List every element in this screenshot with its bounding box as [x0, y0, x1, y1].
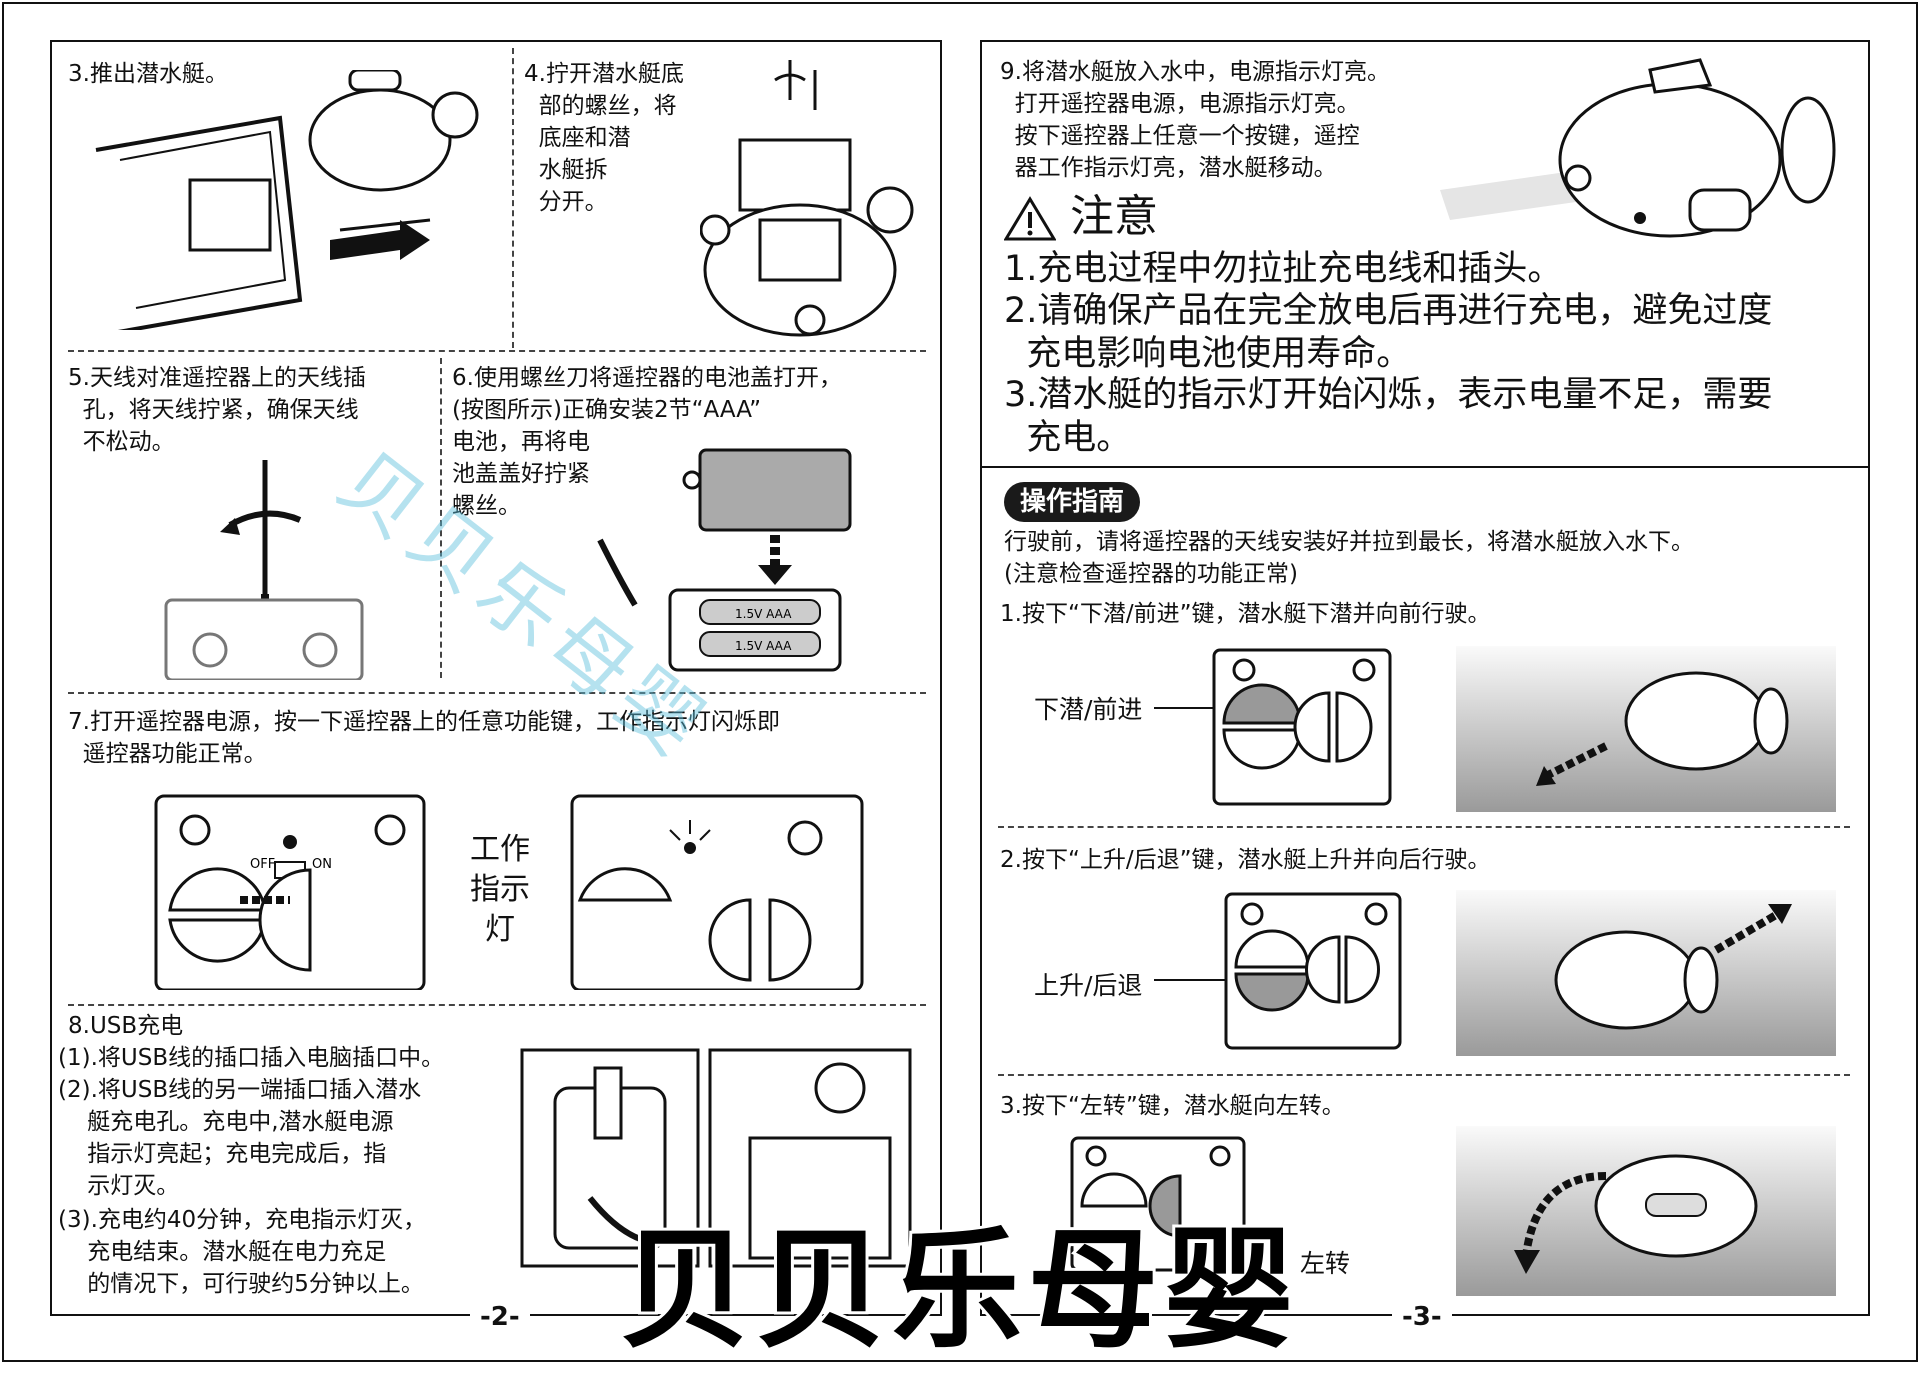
divider [512, 48, 514, 348]
warning-icon [1004, 196, 1056, 241]
step9-text: 9.将潜水艇放入水中，电源指示灯亮。 打开遥控器电源，电源指示灯亮。 按下遥控器… [1000, 59, 1390, 181]
caution-title: 注意 [1070, 191, 1158, 242]
page-number: -2- [470, 1302, 530, 1332]
step8-item: (3).充电约40分钟，充电指示灯灭， 充电结束。潜水艇在电力充足 的情况下，可… [58, 1207, 427, 1297]
section-divider [980, 466, 1870, 468]
caution-item: 3.潜水艇的指示灯开始闪烁，表示电量不足，需要 充电。 [1004, 375, 1773, 458]
on-label: ON [312, 857, 332, 872]
divider [68, 692, 926, 694]
step8-item: (1).将USB线的插口插入电脑插口中。 [58, 1045, 445, 1071]
caution-item: 1.充电过程中勿拉扯充电线和插头。 [1004, 249, 1563, 289]
step5-text: 5.天线对准遥控器上的天线插 孔，将天线拧紧，确保天线 不松动。 [68, 365, 366, 455]
divider [440, 358, 442, 678]
step3-text: 3.推出潜水艇。 [68, 61, 228, 87]
submarine-dive-illustration [1456, 646, 1836, 812]
step6-text: 6.使用螺丝刀将遥控器的电池盖打开， (按图所示)正确安装2节“AAA” 电池，… [452, 365, 842, 519]
battery-label: 1.5V AAA [735, 639, 792, 653]
guide-step-text: 3.按下“左转”键，潜水艇向左转。 [1000, 1093, 1345, 1119]
guide-step-label: 上升/后退 [1034, 971, 1143, 1000]
submarine-turn-left-illustration [1456, 1126, 1836, 1296]
step4-text: 4.拧开潜水艇底 部的螺丝，将 底座和潜 水艇拆 分开。 [524, 61, 684, 215]
step8-title: 8.USB充电 [68, 1013, 184, 1039]
antenna-illustration [164, 460, 364, 680]
off-label: OFF [250, 857, 275, 872]
submarine-rise-illustration [1456, 890, 1836, 1056]
remote-rise-backward-illustration [1154, 892, 1402, 1050]
divider [68, 1004, 926, 1006]
push-out-submarine-illustration [95, 70, 479, 330]
usb-charging-illustration [520, 1048, 912, 1268]
remote-indicator-illustration [570, 794, 864, 990]
guide-step-label: 下潜/前进 [1034, 695, 1143, 724]
step7-text: 7.打开遥控器电源，按一下遥控器上的任意功能键，工作指示灯闪烁即 遥控器功能正常… [68, 709, 780, 767]
guide-title-badge: 操作指南 [1004, 482, 1141, 522]
unscrew-base-illustration [700, 60, 914, 337]
guide-intro: 行驶前，请将遥控器的天线安装好并拉到最长，将潜水艇放入水下。 (注意检查遥控器的… [1004, 529, 1694, 587]
submarine-in-water-illustration [1440, 58, 1836, 238]
guide-step-text: 2.按下“上升/后退”键，潜水艇上升并向后行驶。 [1000, 847, 1491, 873]
remote-power-illustration: OFF ON [154, 794, 426, 990]
divider [998, 826, 1850, 828]
battery-label: 1.5V AAA [735, 607, 792, 621]
battery-install-illustration: 1.5V AAA 1.5V AAA [597, 448, 852, 672]
divider [68, 350, 926, 352]
guide-step-label: 左转 [1300, 1249, 1351, 1278]
remote-dive-forward-illustration [1154, 648, 1392, 806]
caution-item: 2.请确保产品在完全放电后再进行充电，避免过度 充电影响电池使用寿命。 [1004, 291, 1773, 374]
work-indicator-callout: 工作 指示 灯 [470, 832, 530, 947]
remote-turn-left-illustration [1070, 1136, 1246, 1272]
divider [998, 1074, 1850, 1076]
guide-step-text: 1.按下“下潜/前进”键，潜水艇下潜并向前行驶。 [1000, 601, 1491, 627]
page-number: -3- [1392, 1302, 1452, 1332]
step8-item: (2).将USB线的另一端插口插入潜水 艇充电孔。充电中,潜水艇电源 指示灯亮起… [58, 1077, 422, 1199]
brand-watermark: 贝贝乐母婴 [617, 1211, 1301, 1369]
